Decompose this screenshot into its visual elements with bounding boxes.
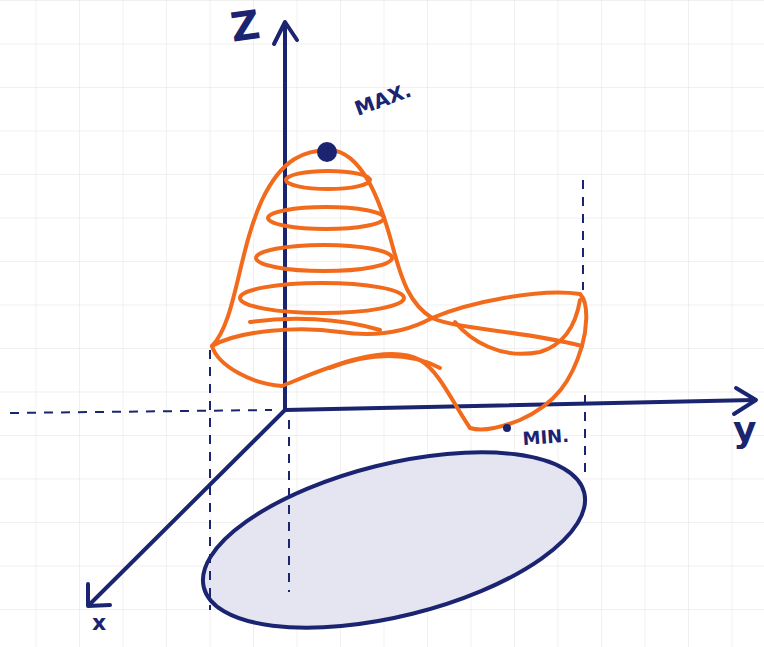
- surface-graph: [212, 150, 586, 430]
- y-axis-label: y: [733, 412, 756, 448]
- x-axis-label: x: [92, 612, 106, 634]
- maximum-point: [317, 142, 337, 162]
- domain-region: [185, 419, 602, 647]
- z-axis-label: Z: [228, 4, 262, 48]
- min-label: MIN.: [522, 427, 570, 448]
- coordinate-axes: [88, 22, 756, 606]
- minimum-point: [503, 424, 511, 432]
- projection-lines: [10, 180, 585, 610]
